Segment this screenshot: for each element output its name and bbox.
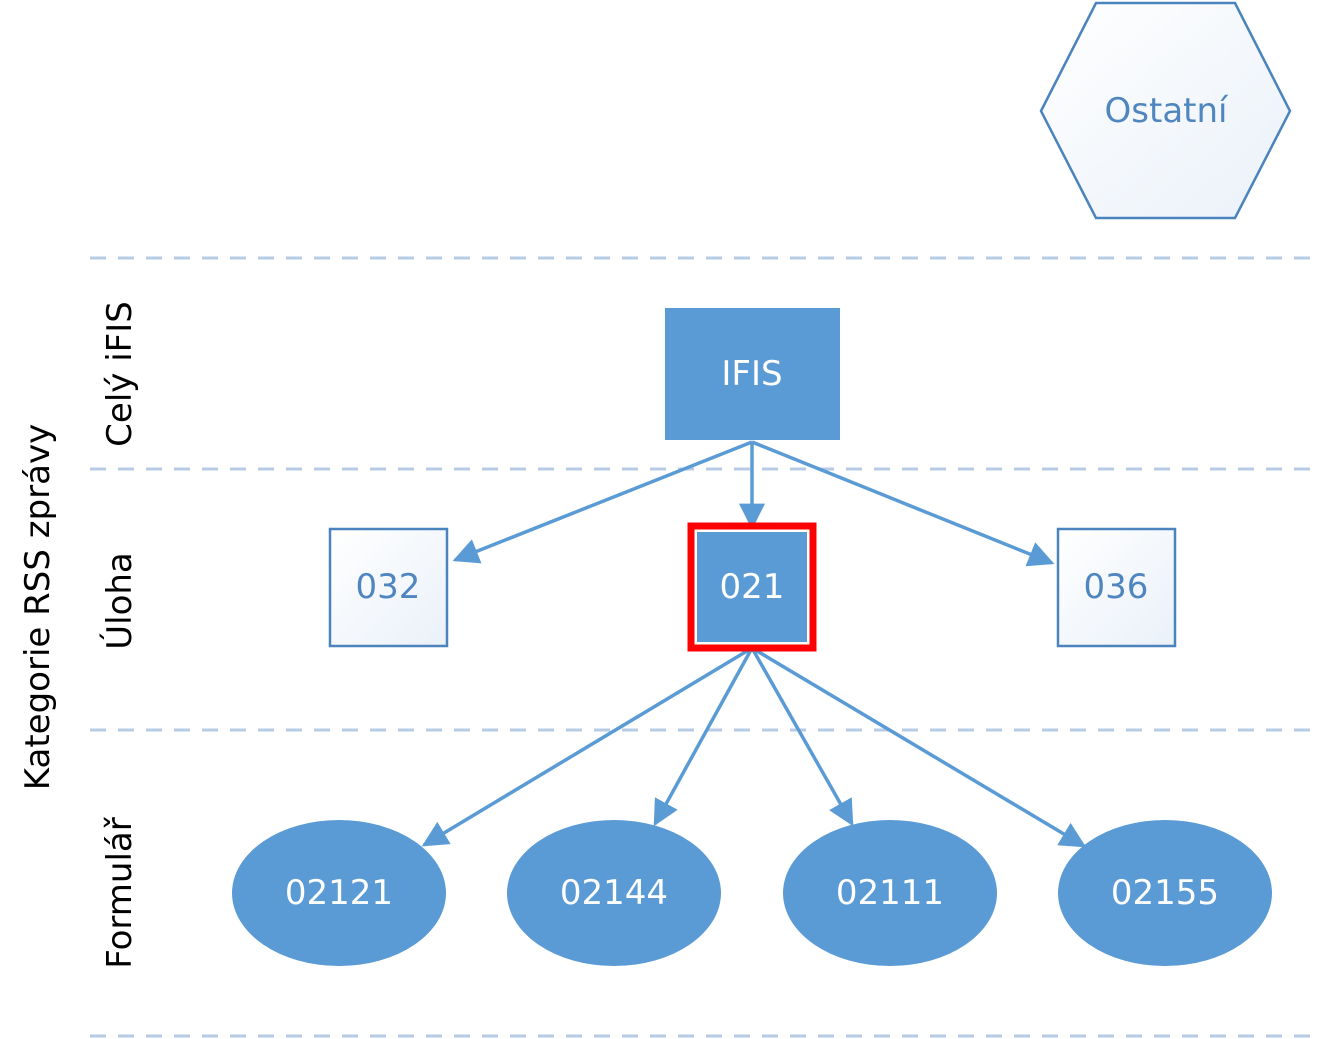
arrow-021-to-02144 [653, 647, 754, 827]
task-node-032[interactable]: 032 [328, 527, 449, 648]
task-node-036[interactable]: 036 [1056, 527, 1177, 648]
task-node-021-box [697, 532, 807, 642]
level-label-task: Úloha [99, 552, 140, 650]
highlight-frame [687, 522, 817, 652]
form-node-02144[interactable]: 02144 [507, 820, 721, 966]
task-node-021-label: 021 [720, 567, 785, 607]
form-node-02111-ellipse [783, 820, 997, 966]
form-node-02121[interactable]: 02121 [232, 820, 446, 966]
arrow-ifis-to-036 [751, 440, 1055, 567]
level-label-whole: Celý iFIS [100, 301, 140, 447]
task-node-036-label: 036 [1084, 567, 1149, 607]
axis-label: Kategorie RSS zprávy [18, 424, 58, 790]
form-node-02111[interactable]: 02111 [783, 820, 997, 966]
root-node[interactable]: IFIS [665, 308, 840, 440]
other-node-label: Ostatní [1105, 91, 1230, 131]
arrow-021-to-02121 [421, 646, 753, 847]
task-node-032-box [328, 527, 449, 648]
arrow-021-to-02155 [751, 646, 1087, 848]
form-node-02111-label: 02111 [836, 873, 944, 913]
form-node-02155[interactable]: 02155 [1058, 820, 1272, 966]
other-hexagon-node[interactable]: Ostatní [1039, 1, 1292, 220]
level-label-form: Formulář [100, 816, 140, 968]
arrow-021-to-02111 [750, 647, 854, 827]
arrow-ifis-to-032 [452, 440, 753, 564]
form-node-02121-ellipse [232, 820, 446, 966]
root-node-label: IFIS [721, 354, 782, 394]
form-node-02121-label: 02121 [285, 873, 393, 913]
task-node-036-box [1056, 527, 1177, 648]
task-node-021[interactable]: 021 [687, 522, 817, 652]
form-node-02144-ellipse [507, 820, 721, 966]
form-node-02155-ellipse [1058, 820, 1272, 966]
hexagon-shape [1039, 1, 1292, 220]
form-node-02155-label: 02155 [1111, 873, 1219, 913]
root-node-box [665, 308, 840, 440]
form-node-02144-label: 02144 [560, 873, 668, 913]
task-node-032-label: 032 [356, 567, 421, 607]
